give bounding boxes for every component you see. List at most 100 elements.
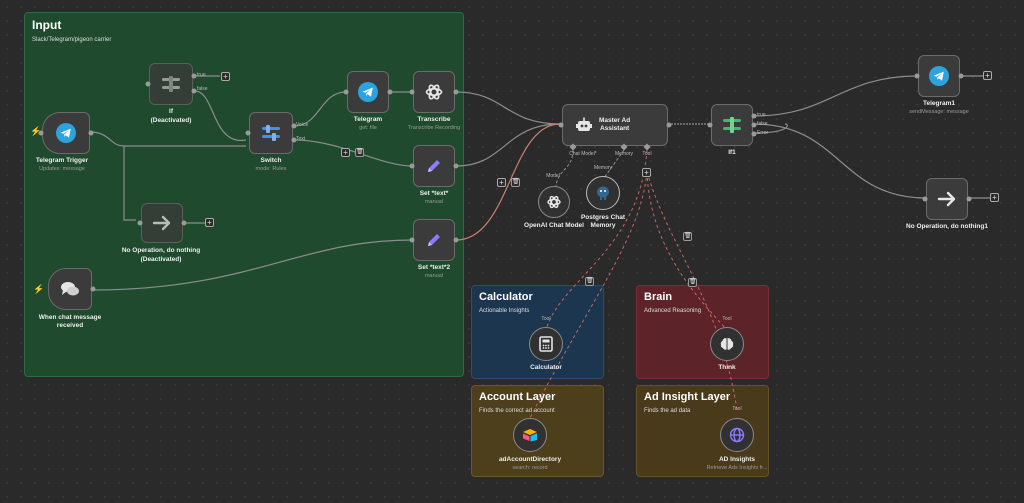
output-port-dot[interactable] bbox=[453, 163, 459, 169]
output-port-dot[interactable] bbox=[453, 237, 459, 243]
node-noop2[interactable] bbox=[926, 178, 968, 220]
delete-connection-button[interactable]: 🗑 bbox=[688, 278, 697, 287]
add-node-button[interactable]: + bbox=[990, 193, 999, 202]
delete-connection-button[interactable]: 🗑 bbox=[355, 148, 364, 157]
add-node-button[interactable]: + bbox=[341, 148, 350, 157]
node-set-text[interactable] bbox=[413, 145, 455, 187]
input-port-dot[interactable] bbox=[914, 73, 920, 79]
input-port-dot[interactable] bbox=[558, 122, 564, 128]
node-label: No Operation, do nothing1 bbox=[906, 223, 988, 230]
output-port-dot[interactable] bbox=[291, 137, 297, 143]
output-port-dot[interactable] bbox=[191, 73, 197, 79]
node-label: Telegram bbox=[353, 116, 383, 123]
globe-icon bbox=[729, 427, 745, 443]
output-port-dot[interactable] bbox=[751, 131, 757, 137]
node-calculator[interactable] bbox=[529, 327, 563, 361]
input-port-dot[interactable] bbox=[137, 220, 143, 226]
sticky-subtitle: Finds the ad data bbox=[644, 408, 691, 414]
output-port-dot[interactable] bbox=[387, 89, 393, 95]
telegram-icon bbox=[358, 82, 378, 102]
node-sublabel: get: file bbox=[359, 125, 377, 131]
trigger-bolt-icon: ⚡ bbox=[30, 126, 42, 136]
node-sublabel: sendMessage: message bbox=[909, 109, 969, 115]
port-label-true: true bbox=[197, 72, 206, 78]
port-label-memory: Memory bbox=[614, 151, 634, 157]
output-port-dot[interactable] bbox=[90, 286, 96, 292]
node-transcribe[interactable] bbox=[413, 71, 455, 113]
switch-icon bbox=[262, 125, 280, 141]
input-port-dot[interactable] bbox=[922, 196, 928, 202]
pencil-icon bbox=[428, 160, 440, 172]
input-port-dot[interactable] bbox=[343, 89, 349, 95]
output-port-dot[interactable] bbox=[453, 89, 459, 95]
output-port-dot[interactable] bbox=[958, 73, 964, 79]
input-port-dot[interactable] bbox=[409, 163, 415, 169]
node-label: When chat message bbox=[38, 314, 102, 321]
wire-if1-telegram1 bbox=[753, 75, 919, 117]
output-port-dot[interactable] bbox=[966, 196, 972, 202]
port-label-memory: Memory bbox=[593, 165, 613, 171]
output-port-dot[interactable] bbox=[666, 122, 672, 128]
node-label: Transcribe bbox=[417, 116, 451, 123]
port-label-true: true bbox=[757, 112, 766, 118]
node-label: Calculator bbox=[530, 364, 562, 371]
node-label: Master Ad bbox=[599, 117, 631, 124]
port-label-error: Error bbox=[757, 130, 769, 136]
telegram-icon bbox=[929, 66, 949, 86]
wire-transcribe-master bbox=[455, 91, 561, 125]
node-noop[interactable] bbox=[141, 203, 183, 243]
input-port-dot[interactable] bbox=[409, 89, 415, 95]
add-node-button[interactable]: + bbox=[205, 218, 214, 227]
node-telegram-trigger[interactable] bbox=[42, 112, 90, 154]
node-label: If1 bbox=[728, 149, 736, 156]
add-tool-button[interactable]: + bbox=[642, 168, 651, 177]
delete-connection-button[interactable]: 🗑 bbox=[511, 178, 520, 187]
port-label-false: false bbox=[757, 121, 768, 127]
sticky-input[interactable]: Input Slack/Telegram/pigeon carrier bbox=[24, 12, 464, 377]
node-ad-account-directory[interactable] bbox=[513, 418, 547, 452]
input-port-dot[interactable] bbox=[245, 130, 251, 136]
add-node-button[interactable]: + bbox=[983, 71, 992, 80]
node-if[interactable] bbox=[149, 63, 193, 105]
input-port-dot[interactable] bbox=[145, 81, 151, 87]
node-ad-insights[interactable] bbox=[720, 418, 754, 452]
openai-icon bbox=[425, 84, 443, 100]
add-node-button[interactable]: + bbox=[497, 178, 506, 187]
input-port-dot[interactable] bbox=[707, 122, 713, 128]
add-node-button[interactable]: + bbox=[221, 72, 230, 81]
node-sublabel: search: record bbox=[512, 465, 548, 471]
node-openai-chat-model[interactable] bbox=[538, 186, 570, 218]
input-port-dot[interactable] bbox=[409, 237, 415, 243]
node-label: If bbox=[169, 108, 173, 115]
node-if1[interactable] bbox=[711, 104, 753, 146]
node-label-line2: Assistant bbox=[599, 125, 630, 132]
delete-connection-button[interactable]: 🗑 bbox=[683, 232, 692, 241]
output-port-dot[interactable] bbox=[751, 113, 757, 119]
arrow-right-icon bbox=[152, 215, 171, 231]
node-think[interactable] bbox=[710, 327, 744, 361]
node-telegram1[interactable] bbox=[918, 55, 960, 97]
sticky-brain[interactable]: Brain Advanced Reasoning bbox=[636, 285, 769, 379]
port-label-tool: Tool bbox=[732, 406, 742, 412]
node-set-text2[interactable] bbox=[413, 219, 455, 261]
node-switch[interactable] bbox=[249, 112, 293, 154]
output-port-dot[interactable] bbox=[751, 122, 757, 128]
delete-connection-button[interactable]: 🗑 bbox=[585, 277, 594, 286]
node-sublabel: manual bbox=[424, 199, 444, 205]
postgres-icon bbox=[597, 186, 609, 200]
node-sublabel: Retrieve Ads Insights fr... bbox=[706, 465, 768, 471]
output-port-dot[interactable] bbox=[181, 220, 187, 226]
input-port-dot[interactable] bbox=[38, 130, 44, 136]
output-port-dot[interactable] bbox=[191, 88, 197, 94]
node-label-line2: Memory bbox=[590, 222, 616, 229]
arrow-right-icon bbox=[937, 191, 956, 207]
node-postgres-memory[interactable] bbox=[586, 176, 620, 210]
output-port-dot[interactable] bbox=[291, 123, 297, 129]
trigger-bolt-icon: ⚡ bbox=[33, 284, 45, 294]
port-label-model: Model bbox=[546, 173, 560, 179]
node-telegram-get[interactable] bbox=[347, 71, 389, 113]
output-port-dot[interactable] bbox=[88, 130, 94, 136]
node-sublabel-deactivated: (Deactivated) bbox=[140, 256, 182, 263]
node-chat-trigger[interactable] bbox=[48, 268, 92, 310]
